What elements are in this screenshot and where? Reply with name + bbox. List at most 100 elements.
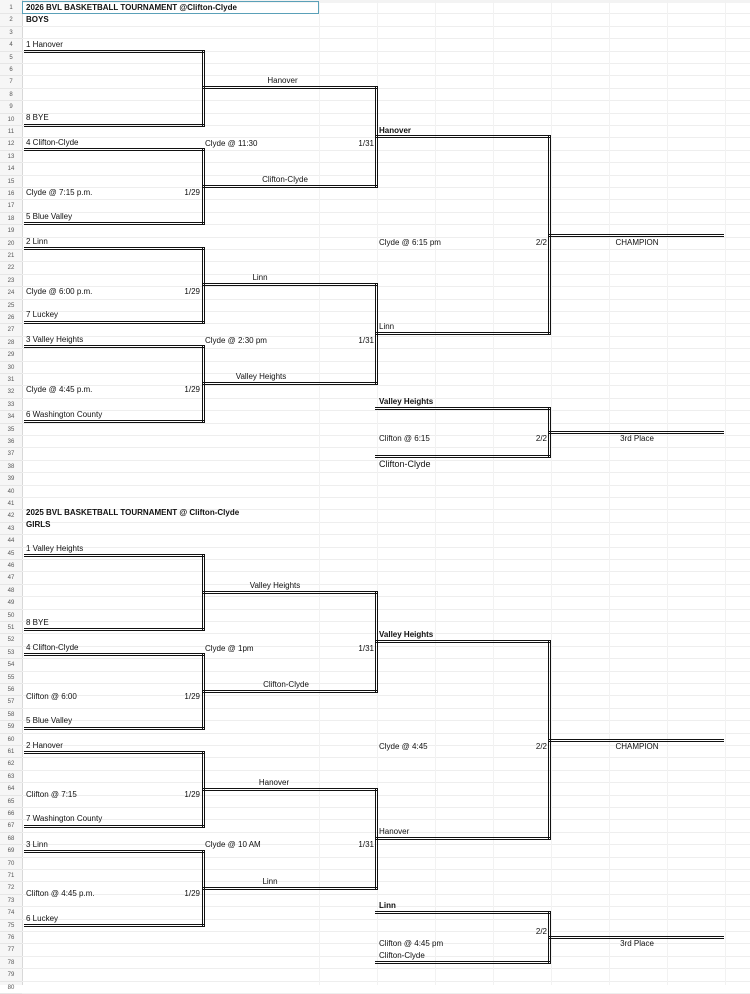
- row-number[interactable]: 7: [0, 76, 22, 89]
- row-number[interactable]: 77: [0, 944, 22, 957]
- girls-r1-site-3[interactable]: Clifton @ 4:45 p.m.: [26, 889, 95, 898]
- row-number[interactable]: 46: [0, 560, 22, 573]
- row-number[interactable]: 66: [0, 808, 22, 821]
- row-number[interactable]: 57: [0, 696, 22, 709]
- row-number[interactable]: 39: [0, 473, 22, 486]
- row-number[interactable]: 75: [0, 920, 22, 932]
- row-number[interactable]: 12: [0, 138, 22, 151]
- boys-seed-5[interactable]: 5 Blue Valley: [26, 212, 73, 221]
- girls-seed-4[interactable]: 4 Clifton-Clyde: [26, 643, 79, 652]
- girls-qf-winner-2[interactable]: Clifton-Clyde: [263, 680, 309, 689]
- row-number[interactable]: 27: [0, 324, 22, 337]
- row-number[interactable]: 9: [0, 101, 22, 114]
- row-number[interactable]: 3: [0, 27, 22, 40]
- boys-seed-4[interactable]: 4 Clifton-Clyde: [26, 138, 79, 147]
- boys-label[interactable]: BOYS: [26, 15, 49, 24]
- girls-qf-winner-1[interactable]: Valley Heights: [249, 581, 301, 590]
- row-number[interactable]: 22: [0, 262, 22, 275]
- boys-seed-6[interactable]: 6 Washington County: [26, 410, 103, 419]
- row-number[interactable]: 65: [0, 796, 22, 808]
- row-number[interactable]: 52: [0, 634, 22, 647]
- boys-seed-2[interactable]: 2 Linn: [26, 237, 48, 246]
- row-number[interactable]: 10: [0, 114, 22, 126]
- row-number[interactable]: 56: [0, 684, 22, 697]
- row-number[interactable]: 58: [0, 709, 22, 722]
- boys-qf-winner-3[interactable]: Linn: [252, 273, 268, 282]
- row-number[interactable]: 61: [0, 746, 22, 759]
- boys-seed-1[interactable]: 1 Hanover: [26, 40, 63, 49]
- row-number[interactable]: 1: [0, 2, 22, 15]
- boys-third-team-1[interactable]: Valley Heights: [379, 397, 434, 406]
- girls-semi-date-2[interactable]: 1/31: [358, 840, 374, 849]
- girls-label[interactable]: GIRLS: [26, 520, 51, 529]
- row-number[interactable]: 80: [0, 982, 22, 994]
- boys-champion-label[interactable]: CHAMPION: [615, 238, 659, 247]
- row-number[interactable]: 13: [0, 151, 22, 164]
- girls-semi-site-2[interactable]: Clyde @ 10 AM: [205, 840, 261, 849]
- row-number[interactable]: 8: [0, 89, 22, 102]
- girls-seed-1[interactable]: 1 Valley Heights: [26, 544, 84, 553]
- boys-r1-site-2[interactable]: Clyde @ 6:00 p.m.: [26, 287, 93, 296]
- row-number[interactable]: 36: [0, 436, 22, 449]
- boys-r1-site-1[interactable]: Clyde @ 7:15 p.m.: [26, 188, 93, 197]
- boys-r1-date-3[interactable]: 1/29: [184, 385, 200, 394]
- row-number[interactable]: 68: [0, 833, 22, 846]
- row-number[interactable]: 67: [0, 820, 22, 833]
- row-number[interactable]: 24: [0, 287, 22, 300]
- row-number[interactable]: 37: [0, 448, 22, 461]
- girls-seed-5[interactable]: 5 Blue Valley: [26, 716, 73, 725]
- row-number[interactable]: 4: [0, 39, 22, 52]
- row-number[interactable]: 63: [0, 771, 22, 784]
- row-number[interactable]: 78: [0, 957, 22, 970]
- girls-seed-3[interactable]: 3 Linn: [26, 840, 48, 849]
- row-number[interactable]: 31: [0, 374, 22, 387]
- row-number[interactable]: 53: [0, 647, 22, 660]
- girls-seed-8[interactable]: 8 BYE: [26, 618, 49, 627]
- girls-qf-winner-3[interactable]: Hanover: [258, 778, 290, 787]
- boys-third-date[interactable]: 2/2: [535, 434, 547, 443]
- girls-final-date[interactable]: 2/2: [535, 742, 547, 751]
- row-number[interactable]: 35: [0, 424, 22, 436]
- boys-semi-site-1[interactable]: Clyde @ 11:30: [205, 139, 258, 148]
- row-number[interactable]: 20: [0, 238, 22, 250]
- row-number[interactable]: 41: [0, 498, 22, 511]
- girls-final-site[interactable]: Clyde @ 4:45: [379, 742, 428, 751]
- row-number[interactable]: 45: [0, 548, 22, 560]
- row-number[interactable]: 2: [0, 14, 22, 27]
- row-number[interactable]: 32: [0, 386, 22, 399]
- girls-seed-7[interactable]: 7 Washington County: [26, 814, 103, 823]
- row-number[interactable]: 5: [0, 52, 22, 64]
- girls-third-label[interactable]: 3rd Place: [620, 939, 654, 948]
- boys-qf-winner-2[interactable]: Clifton-Clyde: [262, 175, 308, 184]
- row-number[interactable]: 34: [0, 411, 22, 424]
- girls-third-team-2[interactable]: Clifton-Clyde: [379, 951, 425, 960]
- row-number[interactable]: 43: [0, 523, 22, 536]
- boys-semi-site-2[interactable]: Clyde @ 2:30 pm: [205, 336, 267, 345]
- girls-seed-6[interactable]: 6 Luckey: [26, 914, 59, 923]
- boys-title[interactable]: 2026 BVL BASKETBALL TOURNAMENT @Clifton-…: [26, 3, 237, 12]
- row-number[interactable]: 23: [0, 275, 22, 288]
- row-number[interactable]: 76: [0, 932, 22, 945]
- girls-r1-site-2[interactable]: Clifton @ 7:15: [26, 790, 77, 799]
- row-number[interactable]: 15: [0, 176, 22, 188]
- row-number[interactable]: 11: [0, 126, 22, 139]
- row-number[interactable]: 26: [0, 312, 22, 325]
- row-number[interactable]: 16: [0, 188, 22, 201]
- girls-semi-date-1[interactable]: 1/31: [358, 644, 374, 653]
- boys-semi-date-2[interactable]: 1/31: [358, 336, 374, 345]
- boys-finalist-2[interactable]: Linn: [379, 322, 395, 331]
- girls-seed-2[interactable]: 2 Hanover: [26, 741, 63, 750]
- boys-final-site[interactable]: Clyde @ 6:15 pm: [379, 238, 441, 247]
- girls-finalist-1[interactable]: Valley Heights: [379, 630, 434, 639]
- row-number[interactable]: 72: [0, 882, 22, 895]
- boys-finalist-1[interactable]: Hanover: [379, 126, 412, 135]
- row-number[interactable]: 49: [0, 597, 22, 610]
- girls-finalist-2[interactable]: Hanover: [379, 827, 410, 836]
- girls-r1-date-2[interactable]: 1/29: [184, 790, 200, 799]
- girls-third-date[interactable]: 2/2: [535, 927, 547, 936]
- row-number[interactable]: 21: [0, 250, 22, 263]
- row-number[interactable]: 42: [0, 510, 22, 523]
- row-number[interactable]: 38: [0, 461, 22, 474]
- boys-r1-date-1[interactable]: 1/29: [184, 188, 200, 197]
